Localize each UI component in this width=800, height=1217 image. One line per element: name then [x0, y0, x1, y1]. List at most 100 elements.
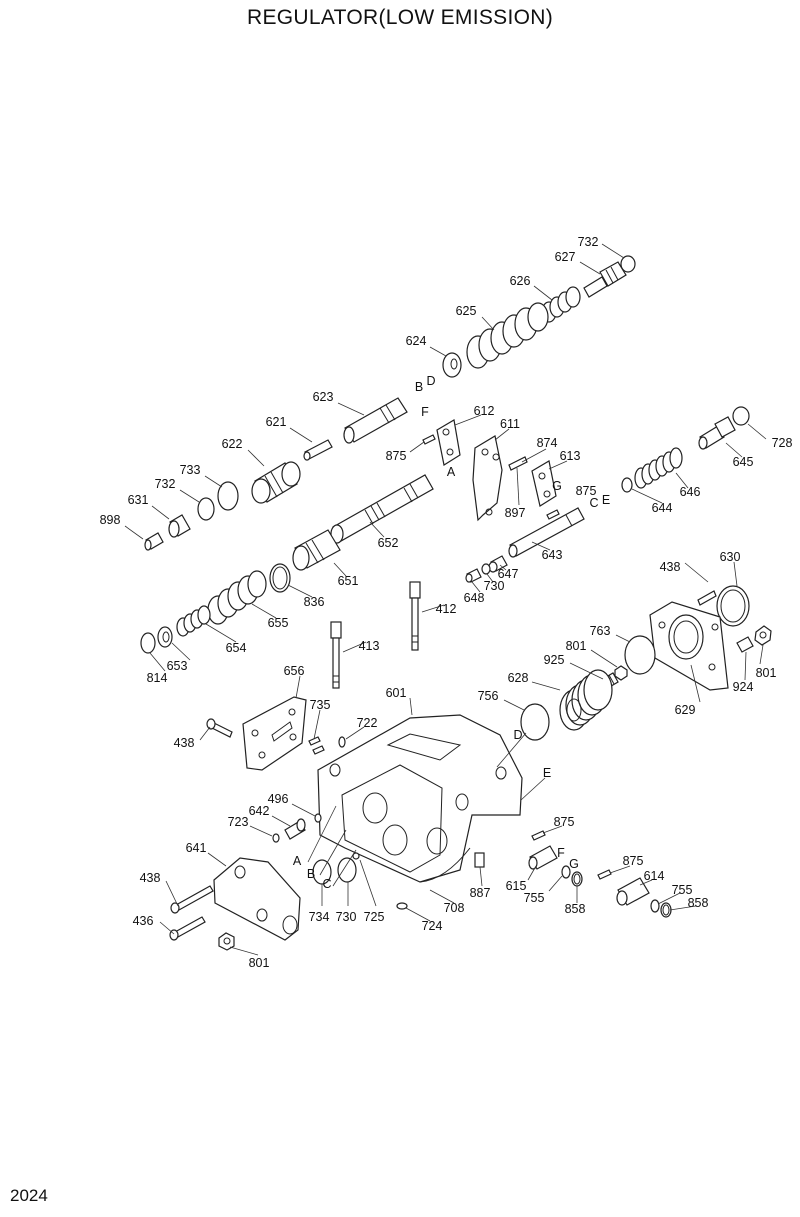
callout-label: 438 — [140, 871, 161, 885]
part-875-pin-b — [546, 509, 560, 520]
callout-label: 898 — [100, 513, 121, 527]
part-438-bolt-left — [206, 718, 233, 738]
part-836-snap-ring — [269, 563, 291, 593]
part-756-oring — [520, 703, 550, 741]
callout-label: 801 — [249, 956, 270, 970]
callout-label: 836 — [304, 595, 325, 609]
part-924-plug — [736, 636, 754, 653]
part-875-pin-c — [531, 830, 546, 841]
callout-label: 651 — [338, 574, 359, 588]
part-438-bolt-right — [697, 590, 717, 606]
callout-label: 628 — [508, 671, 529, 685]
callout-label: 875 — [576, 484, 597, 498]
part-625-outer-spring — [466, 302, 549, 369]
part-874-pin — [508, 456, 528, 471]
part-732-oring — [197, 497, 215, 521]
callout-label: 756 — [478, 689, 499, 703]
part-413-bolt — [330, 621, 342, 689]
part-728-oring — [732, 406, 750, 426]
part-723-oring — [272, 833, 280, 843]
callout-label: 814 — [147, 671, 168, 685]
callout-label: 858 — [688, 896, 709, 910]
callout-label: 629 — [675, 703, 696, 717]
callout-label: 655 — [268, 616, 289, 630]
part-613-lever — [531, 460, 557, 507]
part-724-oring — [396, 902, 408, 910]
part-725-oring — [352, 852, 360, 860]
callout-label: 630 — [720, 550, 741, 564]
part-858-ring-right — [660, 902, 672, 918]
part-627-adjust-screw — [583, 261, 627, 298]
callout-label: G — [552, 479, 562, 493]
part-436-bolt — [169, 916, 206, 941]
callout-label: 654 — [226, 641, 247, 655]
part-887-pin — [474, 852, 485, 868]
callout-label: 496 — [268, 792, 289, 806]
part-496-plug — [314, 813, 322, 823]
callout-label: 732 — [155, 477, 176, 491]
part-801-nut-right — [754, 625, 772, 646]
callout-label: D — [513, 728, 522, 742]
part-814-ring — [140, 632, 156, 654]
callout-label: C — [322, 877, 331, 891]
part-730-oring-upper — [481, 563, 491, 575]
part-858-ring-left — [571, 871, 583, 887]
part-755-oring-left — [561, 865, 571, 879]
callout-label: 644 — [652, 501, 673, 515]
callout-label: 724 — [422, 919, 443, 933]
callout-label: D — [426, 374, 435, 388]
callout-label: 656 — [284, 664, 305, 678]
callout-label: 648 — [464, 591, 485, 605]
part-735-pin — [308, 736, 325, 755]
part-630-ring — [716, 585, 750, 627]
part-644-washer — [621, 477, 633, 493]
leader-lines — [124, 243, 767, 956]
part-601-main-body — [317, 714, 523, 883]
part-645-plug — [698, 416, 736, 450]
part-732-top-oring — [620, 255, 636, 273]
callout-label: 755 — [524, 891, 545, 905]
part-624-washer — [442, 352, 462, 378]
callout-label: 601 — [386, 686, 407, 700]
callout-label: 646 — [680, 485, 701, 499]
part-629-cover — [649, 601, 729, 691]
callout-label: F — [557, 846, 565, 860]
callout-label: 728 — [772, 436, 793, 450]
callout-label: 615 — [506, 879, 527, 893]
callout-label: 621 — [266, 415, 287, 429]
part-611-lever — [472, 435, 503, 522]
part-642-plug — [284, 818, 306, 840]
callout-label: E — [602, 493, 610, 507]
callout-label: 647 — [498, 567, 519, 581]
callout-label: 887 — [470, 886, 491, 900]
part-641-cover — [213, 857, 301, 941]
callout-label: 623 — [313, 390, 334, 404]
callout-label: 622 — [222, 437, 243, 451]
part-875-pin-d — [597, 869, 612, 880]
callout-label: 875 — [386, 449, 407, 463]
part-438-bolt-lower — [170, 885, 214, 914]
callout-label: 875 — [554, 815, 575, 829]
part-626-inner-spring — [541, 286, 581, 323]
part-722-oring — [338, 736, 346, 748]
callout-label: 733 — [180, 463, 201, 477]
callout-label: 643 — [542, 548, 563, 562]
callout-label: 725 — [364, 910, 385, 924]
part-628-spring — [559, 669, 613, 731]
part-656-cover-plate — [242, 696, 307, 771]
callout-label: 436 — [133, 914, 154, 928]
callout-label: 924 — [733, 680, 754, 694]
part-648-plug — [465, 568, 482, 583]
callout-label: 897 — [505, 506, 526, 520]
callout-label: 641 — [186, 841, 207, 855]
callout-label: 732 — [578, 235, 599, 249]
part-655-spring — [207, 570, 267, 625]
callout-label: G — [569, 857, 579, 871]
callout-label: 645 — [733, 455, 754, 469]
part-653-seat — [157, 626, 173, 648]
callout-label: 626 — [510, 274, 531, 288]
callout-label: 614 — [644, 869, 665, 883]
callout-label: 875 — [623, 854, 644, 868]
callout-label: A — [293, 854, 302, 868]
